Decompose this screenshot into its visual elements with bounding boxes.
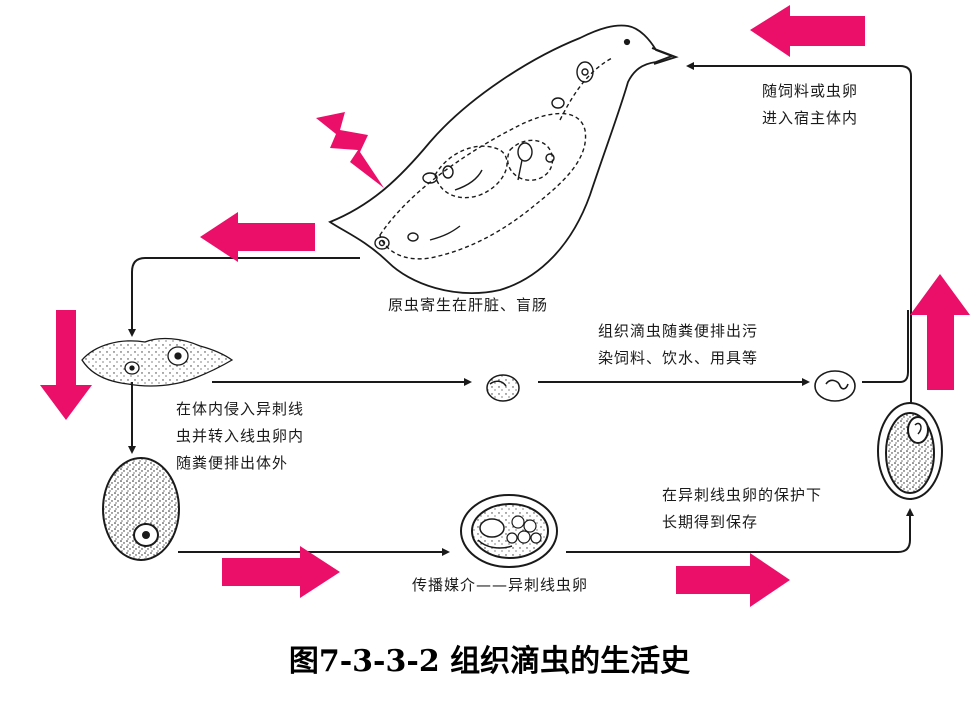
bird-organism-8 — [545, 153, 555, 163]
cyst-organism — [814, 370, 856, 402]
bird-organism-1 — [576, 61, 594, 83]
bird-intestine-outline — [379, 112, 587, 260]
pink-arrow-left-mid — [200, 212, 315, 262]
label-enter-host: 随饲料或虫卵 进入宿主体内 — [762, 82, 859, 127]
pink-arrow-down-left — [40, 310, 92, 420]
connector-right-to-bird — [686, 62, 912, 500]
bird-organism-4 — [422, 172, 438, 184]
bird-organism-6 — [374, 236, 390, 250]
pink-arrow-left-top — [750, 5, 865, 57]
label-invade-nematode: 在体内侵入异刺线 虫并转入线虫卵内 随粪便排出体外 — [176, 400, 305, 472]
bird-organism-5 — [442, 165, 454, 179]
heterakis-egg-vector — [460, 494, 558, 568]
label-vector: 传播媒介——异刺线虫卵 — [412, 576, 589, 594]
label-protected: 在异刺线虫卵的保护下 长期得到保存 — [662, 486, 823, 531]
connector-cyst-to-right — [862, 310, 909, 383]
pink-arrows — [40, 5, 970, 607]
trophozoite-organism — [81, 337, 234, 387]
connector-vector-to-right — [566, 508, 914, 553]
small-cell-organism — [486, 374, 520, 402]
bird-eye-icon — [623, 38, 631, 46]
embryonated-egg-organism — [877, 402, 943, 500]
pink-arrow-right-bottom-left — [222, 546, 340, 598]
figure-title: 图7-3-3-2 组织滴虫的生活史 — [288, 644, 691, 679]
bird-liver-outline — [434, 145, 508, 199]
label-parasitic-site: 原虫寄生在肝脏、盲肠 — [388, 296, 549, 314]
host-bird-drawing — [328, 24, 679, 294]
egg-organism — [102, 457, 180, 561]
label-excreted: 组织滴虫随粪便排出污 染饲料、饮水、用具等 — [598, 322, 759, 367]
cycle-connector-lines — [128, 62, 914, 556]
bird-organism-7 — [407, 232, 419, 242]
bird-organism-2 — [551, 97, 565, 109]
pink-arrow-right-bottom-right — [676, 553, 790, 607]
lightning-bolt-icon — [316, 112, 384, 188]
bird-beak — [651, 47, 679, 65]
pink-arrow-up-right — [910, 274, 970, 390]
connector-bird-to-left — [128, 257, 360, 337]
bird-body-outline — [328, 24, 675, 294]
bird-organism-3 — [517, 142, 533, 162]
